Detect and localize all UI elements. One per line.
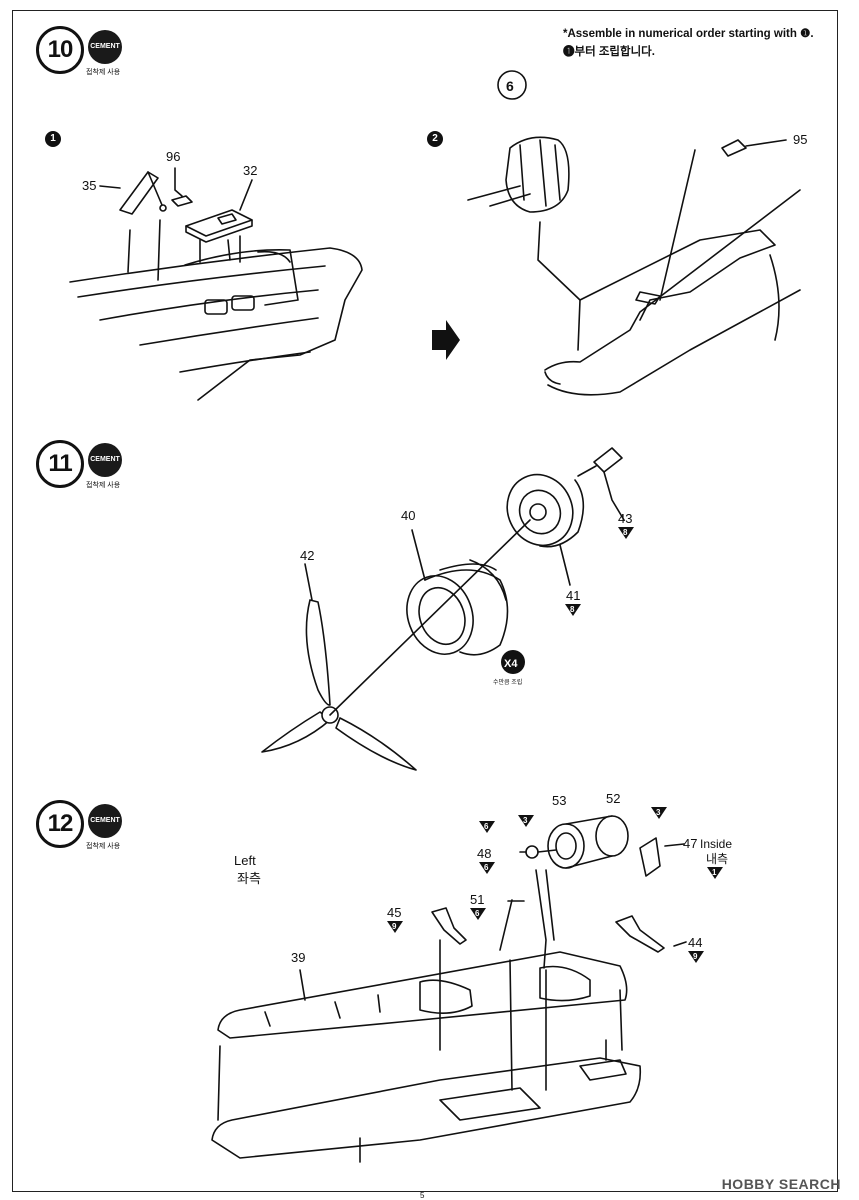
sprue-badge-47: 1 — [712, 868, 717, 877]
part-label-51: 51 — [470, 892, 484, 907]
part-label-44: 44 — [688, 935, 702, 950]
part-label-40: 40 — [401, 508, 415, 523]
step-11-diagram: 42 40 41 8 43 8 X4 수만큼 조립 — [261, 447, 634, 771]
cement-caption: 접착제 사용 — [86, 482, 121, 489]
part-label-39: 39 — [291, 950, 305, 965]
sprue-badge-51: 6 — [475, 909, 480, 918]
step-12-diagram: 53 52 47 48 51 45 44 39 37 6 3 3 6 6 9 9… — [211, 791, 723, 1170]
step-number-10: 10 — [36, 26, 84, 74]
part-label-42: 42 — [300, 548, 314, 563]
part-label-48: 48 — [477, 846, 491, 861]
cement-caption: 접착제 사용 — [86, 843, 121, 850]
inside-label-ko: 내측 — [706, 852, 729, 866]
part-label-37: 37 — [352, 1167, 366, 1170]
part-label-53: 53 — [552, 793, 566, 808]
step-10-diagram: 35 96 32 6 95 — [69, 70, 807, 401]
sprue-badge-41: 8 — [570, 605, 575, 614]
sprue-badge-48: 6 — [484, 863, 489, 872]
sprue-badge-52: 3 — [656, 808, 661, 817]
multiply-caption: 수만큼 조립 — [493, 678, 522, 686]
side-label-ko: 좌측 — [237, 871, 261, 886]
side-label-en: Left — [234, 853, 256, 868]
sprue-badge-45: 9 — [392, 922, 397, 931]
substep-2-marker: 2 — [427, 131, 443, 147]
part-label-96: 96 — [166, 149, 180, 164]
part-label-43: 43 — [618, 511, 632, 526]
assembly-order-note-en: *Assemble in numerical order starting wi… — [563, 28, 814, 40]
cement-caption: 접착제 사용 — [86, 69, 121, 76]
part-label-35: 35 — [82, 178, 96, 193]
cement-icon: CEMENT — [88, 30, 122, 64]
part-label-41: 41 — [566, 588, 580, 603]
page-frame — [12, 10, 838, 1192]
watermark: HOBBY SEARCH — [721, 1176, 841, 1192]
part-label-52: 52 — [606, 791, 620, 806]
cement-icon: CEMENT — [88, 804, 122, 838]
sprue-badge-53: 3 — [523, 816, 528, 825]
inside-label-en: Inside — [700, 837, 733, 851]
substep-1-marker: 1 — [45, 131, 61, 147]
sprue-badge-43: 8 — [623, 528, 628, 537]
sprue-badge-extra: 6 — [484, 822, 489, 831]
sprue-badge-44: 9 — [693, 952, 698, 961]
part-label-47: 47 — [683, 836, 697, 851]
subassembly-badge-6: 6 — [506, 78, 514, 94]
arrow-right-icon — [432, 320, 460, 360]
step-number-11: 11 — [36, 440, 84, 488]
step-number-12: 12 — [36, 800, 84, 848]
multiply-badge: X4 — [504, 658, 518, 670]
part-label-32: 32 — [243, 163, 257, 178]
assembly-order-note-ko: ❶부터 조립합니다. — [563, 46, 655, 58]
page-number: 5 — [420, 1191, 425, 1200]
part-label-45: 45 — [387, 905, 401, 920]
cement-icon: CEMENT — [88, 443, 122, 477]
part-label-95: 95 — [793, 132, 807, 147]
